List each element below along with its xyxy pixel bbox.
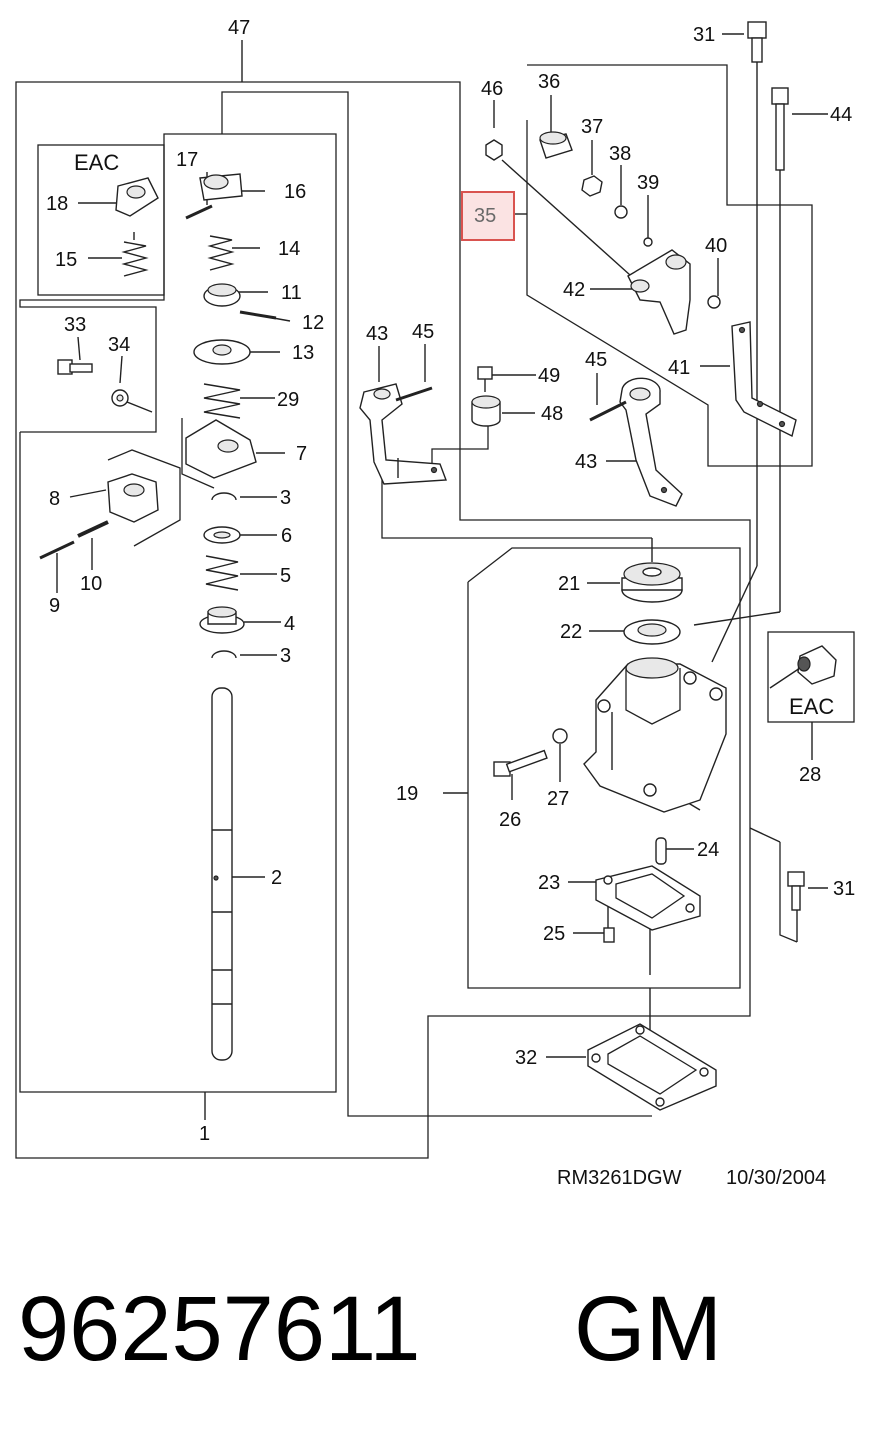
callout-19[interactable]: 19 (396, 783, 418, 805)
callout-4[interactable]: 4 (284, 613, 295, 635)
callout-44[interactable]: 44 (830, 104, 852, 126)
callout-3-lower[interactable]: 3 (280, 645, 291, 667)
callout-39[interactable]: 39 (637, 172, 659, 194)
part-42-art (627, 249, 691, 335)
callout-37[interactable]: 37 (581, 116, 603, 138)
callout-6[interactable]: 6 (281, 525, 292, 547)
callout-38[interactable]: 38 (609, 143, 631, 165)
callout-16[interactable]: 16 (284, 181, 306, 203)
callout-2[interactable]: 2 (271, 867, 282, 889)
part-23-gasket (595, 865, 701, 931)
callout-42[interactable]: 42 (563, 279, 585, 301)
highlight-box-35 (462, 192, 514, 240)
brand-name: GM (574, 1278, 722, 1380)
callout-41[interactable]: 41 (668, 357, 690, 379)
callout-47[interactable]: 47 (228, 17, 250, 39)
callout-43-left[interactable]: 43 (366, 323, 388, 345)
part-41-art (731, 321, 797, 438)
callout-10[interactable]: 10 (80, 573, 102, 595)
callout-34[interactable]: 34 (108, 334, 130, 356)
part-18-art (115, 177, 159, 217)
part-33-art (57, 359, 93, 375)
part-7-art (181, 418, 257, 489)
assembly-frames (15, 40, 855, 1159)
callout-21[interactable]: 21 (558, 573, 580, 595)
callout-26[interactable]: 26 (499, 809, 521, 831)
part-36-art (539, 131, 573, 159)
callout-11[interactable]: 11 (281, 282, 302, 304)
callout-49[interactable]: 49 (538, 365, 560, 387)
callout-15[interactable]: 15 (55, 249, 77, 271)
callout-28[interactable]: 28 (799, 764, 821, 786)
part-2-shaft (211, 687, 233, 1061)
part-4-art (199, 606, 245, 634)
callout-29[interactable]: 29 (277, 389, 299, 411)
callout-45-right[interactable]: 45 (585, 349, 607, 371)
callout-18[interactable]: 18 (46, 193, 68, 215)
part-number-caption: 96257611 GM (18, 1278, 722, 1380)
callout-32[interactable]: 32 (515, 1047, 537, 1069)
part-16-art (199, 173, 243, 201)
part-28-art (797, 645, 837, 685)
callout-17[interactable]: 17 (176, 149, 198, 171)
highlight-border-35 (461, 191, 515, 241)
callout-45-left[interactable]: 45 (412, 321, 434, 343)
part-48-art (471, 395, 501, 427)
drawing-code: RM3261DGW (557, 1167, 682, 1189)
callout-13[interactable]: 13 (292, 342, 314, 364)
callout-7[interactable]: 7 (296, 443, 307, 465)
part-19-housing (583, 657, 727, 813)
part-26-art (493, 749, 548, 777)
part-44-art (771, 87, 789, 171)
part-11-art (203, 283, 241, 307)
eac-label-left: EAC (74, 150, 119, 175)
drawing-date: 10/30/2004 (726, 1167, 826, 1189)
callout-36[interactable]: 36 (538, 71, 560, 93)
callout-35[interactable]: 35 (474, 205, 496, 227)
footer: RM3261DGW 10/30/2004 (557, 1167, 826, 1189)
eac-label-right: EAC (789, 694, 834, 719)
leader-lines (56, 33, 828, 1062)
part-15-spring (121, 232, 149, 277)
part-32-gasket (587, 1023, 717, 1111)
callout-31-bottom[interactable]: 31 (833, 878, 855, 900)
callout-48[interactable]: 48 (541, 403, 563, 425)
callout-46[interactable]: 46 (481, 78, 503, 100)
callout-12[interactable]: 12 (302, 312, 324, 334)
part-number: 96257611 (18, 1278, 421, 1380)
part-31-top-art (747, 21, 767, 63)
callout-23[interactable]: 23 (538, 872, 560, 894)
part-8-art (107, 449, 181, 547)
callout-8[interactable]: 8 (49, 488, 60, 510)
part-31-bottom-art (787, 871, 805, 911)
callout-14[interactable]: 14 (278, 238, 300, 260)
callout-3-upper[interactable]: 3 (280, 487, 291, 509)
callout-33[interactable]: 33 (64, 314, 86, 336)
callout-22[interactable]: 22 (560, 621, 582, 643)
callout-9[interactable]: 9 (49, 595, 60, 617)
part-21-art (621, 562, 683, 603)
part-13-art (193, 339, 251, 365)
callout-1[interactable]: 1 (199, 1123, 210, 1145)
callout-31-top[interactable]: 31 (693, 24, 715, 46)
callout-5[interactable]: 5 (280, 565, 291, 587)
part-43-right-art (619, 377, 683, 507)
callout-43-right[interactable]: 43 (575, 451, 597, 473)
callout-24[interactable]: 24 (697, 839, 719, 861)
part-43-left-art (359, 383, 447, 485)
parts-art (39, 21, 837, 1111)
callout-27[interactable]: 27 (547, 788, 569, 810)
callout-40[interactable]: 40 (705, 235, 727, 257)
callout-25[interactable]: 25 (543, 923, 565, 945)
callout-labels: 47 17 16 18 15 14 11 12 13 29 7 8 3 6 5 … (46, 17, 855, 1145)
